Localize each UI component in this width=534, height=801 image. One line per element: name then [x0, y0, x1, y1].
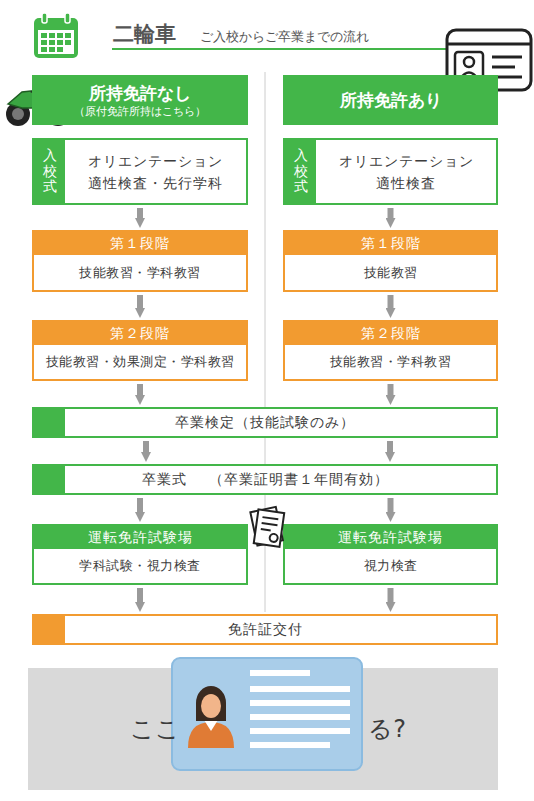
- node-text: オリエンテーション: [88, 150, 223, 172]
- band-header: 第２段階: [34, 322, 246, 345]
- band-body: 技能教習・学科教習: [34, 255, 246, 290]
- flow-arrow: [137, 498, 143, 512]
- box-body: オリエンテーション適性検査: [316, 140, 496, 203]
- flow-arrow: [137, 588, 143, 602]
- bar-box: 免許証交付: [32, 614, 498, 645]
- flow-arrow: [143, 441, 149, 452]
- solid-box: 所持免許あり: [283, 75, 498, 125]
- node-text: 技能教習・学科教習: [330, 353, 452, 371]
- tab-box: 入校式オリエンテーション適性検査: [283, 138, 498, 205]
- band-box: 運転免許試験場学科試験・視力検査: [32, 524, 248, 585]
- side-tab: [34, 409, 65, 436]
- tab-box: 入校式オリエンテーション適性検査・先行学科: [32, 138, 248, 205]
- flow-arrow: [388, 498, 394, 512]
- band-box: 第２段階技能教習・効果測定・学科教習: [32, 320, 248, 381]
- gray-panel: [28, 668, 498, 790]
- node-text: オリエンテーション: [339, 150, 474, 172]
- band-header: 第１段階: [34, 232, 246, 255]
- bar-box: 卒業式 （卒業証明書１年間有効）: [32, 464, 498, 495]
- flow-arrow: [137, 208, 143, 218]
- band-header: 運転免許試験場: [34, 526, 246, 549]
- subtitle-text: ご入校からご卒業までの流れ: [200, 28, 369, 46]
- node-text: 学科試験・視力検査: [79, 557, 201, 575]
- node-text: （原付免許所持はこちら）: [74, 104, 206, 119]
- box-body: 卒業検定（技能試験のみ）: [65, 409, 496, 436]
- node-text: 入校式: [43, 148, 57, 194]
- node-text: 第２段階: [110, 325, 170, 343]
- flow-arrow: [137, 384, 143, 395]
- node-text: る?: [368, 713, 406, 745]
- node-text: 免許証交付: [228, 621, 303, 639]
- box-body: 卒業式 （卒業証明書１年間有効）: [65, 466, 496, 493]
- node-text: 所持免許あり: [340, 89, 442, 111]
- band-body: 技能教習: [285, 255, 496, 290]
- node-text: 技能教習・学科教習: [79, 264, 201, 282]
- band-header: 第１段階: [285, 232, 496, 255]
- side-tab: 入校式: [34, 140, 65, 203]
- side-tab: 入校式: [285, 140, 316, 203]
- side-tab: [34, 466, 65, 493]
- flow-arrow: [388, 384, 394, 395]
- node-text: 第２段階: [361, 325, 421, 343]
- flow-arrow: [137, 295, 143, 308]
- band-body: 技能教習・学科教習: [285, 345, 496, 379]
- node-text: ここ: [130, 713, 180, 745]
- band-body: 技能教習・効果測定・学科教習: [34, 345, 246, 379]
- bar-box: 卒業検定（技能試験のみ）: [32, 407, 498, 438]
- box-body: 免許証交付: [65, 616, 496, 643]
- band-body: 学科試験・視力検査: [34, 549, 246, 583]
- license-card-illustration: [172, 658, 362, 770]
- flow-arrow: [387, 441, 393, 452]
- node-text: 視力検査: [364, 557, 418, 575]
- header-rule: [112, 48, 447, 50]
- node-text: 運転免許試験場: [338, 529, 443, 547]
- band-box: 第２段階技能教習・学科教習: [283, 320, 498, 381]
- node-text: 入校式: [294, 148, 308, 194]
- band-header: 運転免許試験場: [285, 526, 496, 549]
- side-tab: [34, 616, 65, 643]
- flow-arrow: [388, 295, 394, 308]
- band-box: 第１段階技能教習・学科教習: [32, 230, 248, 292]
- band-header: 第２段階: [285, 322, 496, 345]
- node-text: 第１段階: [361, 235, 421, 253]
- band-box: 運転免許試験場視力検査: [283, 524, 498, 585]
- box-body: オリエンテーション適性検査・先行学科: [65, 140, 246, 203]
- node-text: 卒業検定（技能試験のみ）: [175, 414, 355, 432]
- solid-box: 所持免許なし（原付免許所持はこちら）: [32, 75, 248, 125]
- band-body: 視力検査: [285, 549, 496, 583]
- certificate-icon: [244, 503, 292, 553]
- node-text: 運転免許試験場: [88, 529, 193, 547]
- title-text: 二輪車: [113, 22, 176, 46]
- node-text: （卒業証明書１年間有効）: [209, 471, 389, 489]
- node-text: 技能教習・効果測定・学科教習: [46, 353, 235, 371]
- panel-box: ここ る?: [28, 668, 498, 790]
- node-text: 適性検査・先行学科: [88, 172, 223, 194]
- band-box: 第１段階技能教習: [283, 230, 498, 292]
- node-text: 適性検査: [376, 172, 436, 194]
- node-text: 卒業式: [142, 471, 187, 489]
- node-text: 所持免許なし: [89, 82, 191, 104]
- flow-arrow: [388, 588, 394, 602]
- flow-arrow: [388, 208, 394, 218]
- node-text: 第１段階: [110, 235, 170, 253]
- node-text: 技能教習: [364, 264, 418, 282]
- calendar-icon: [34, 13, 78, 58]
